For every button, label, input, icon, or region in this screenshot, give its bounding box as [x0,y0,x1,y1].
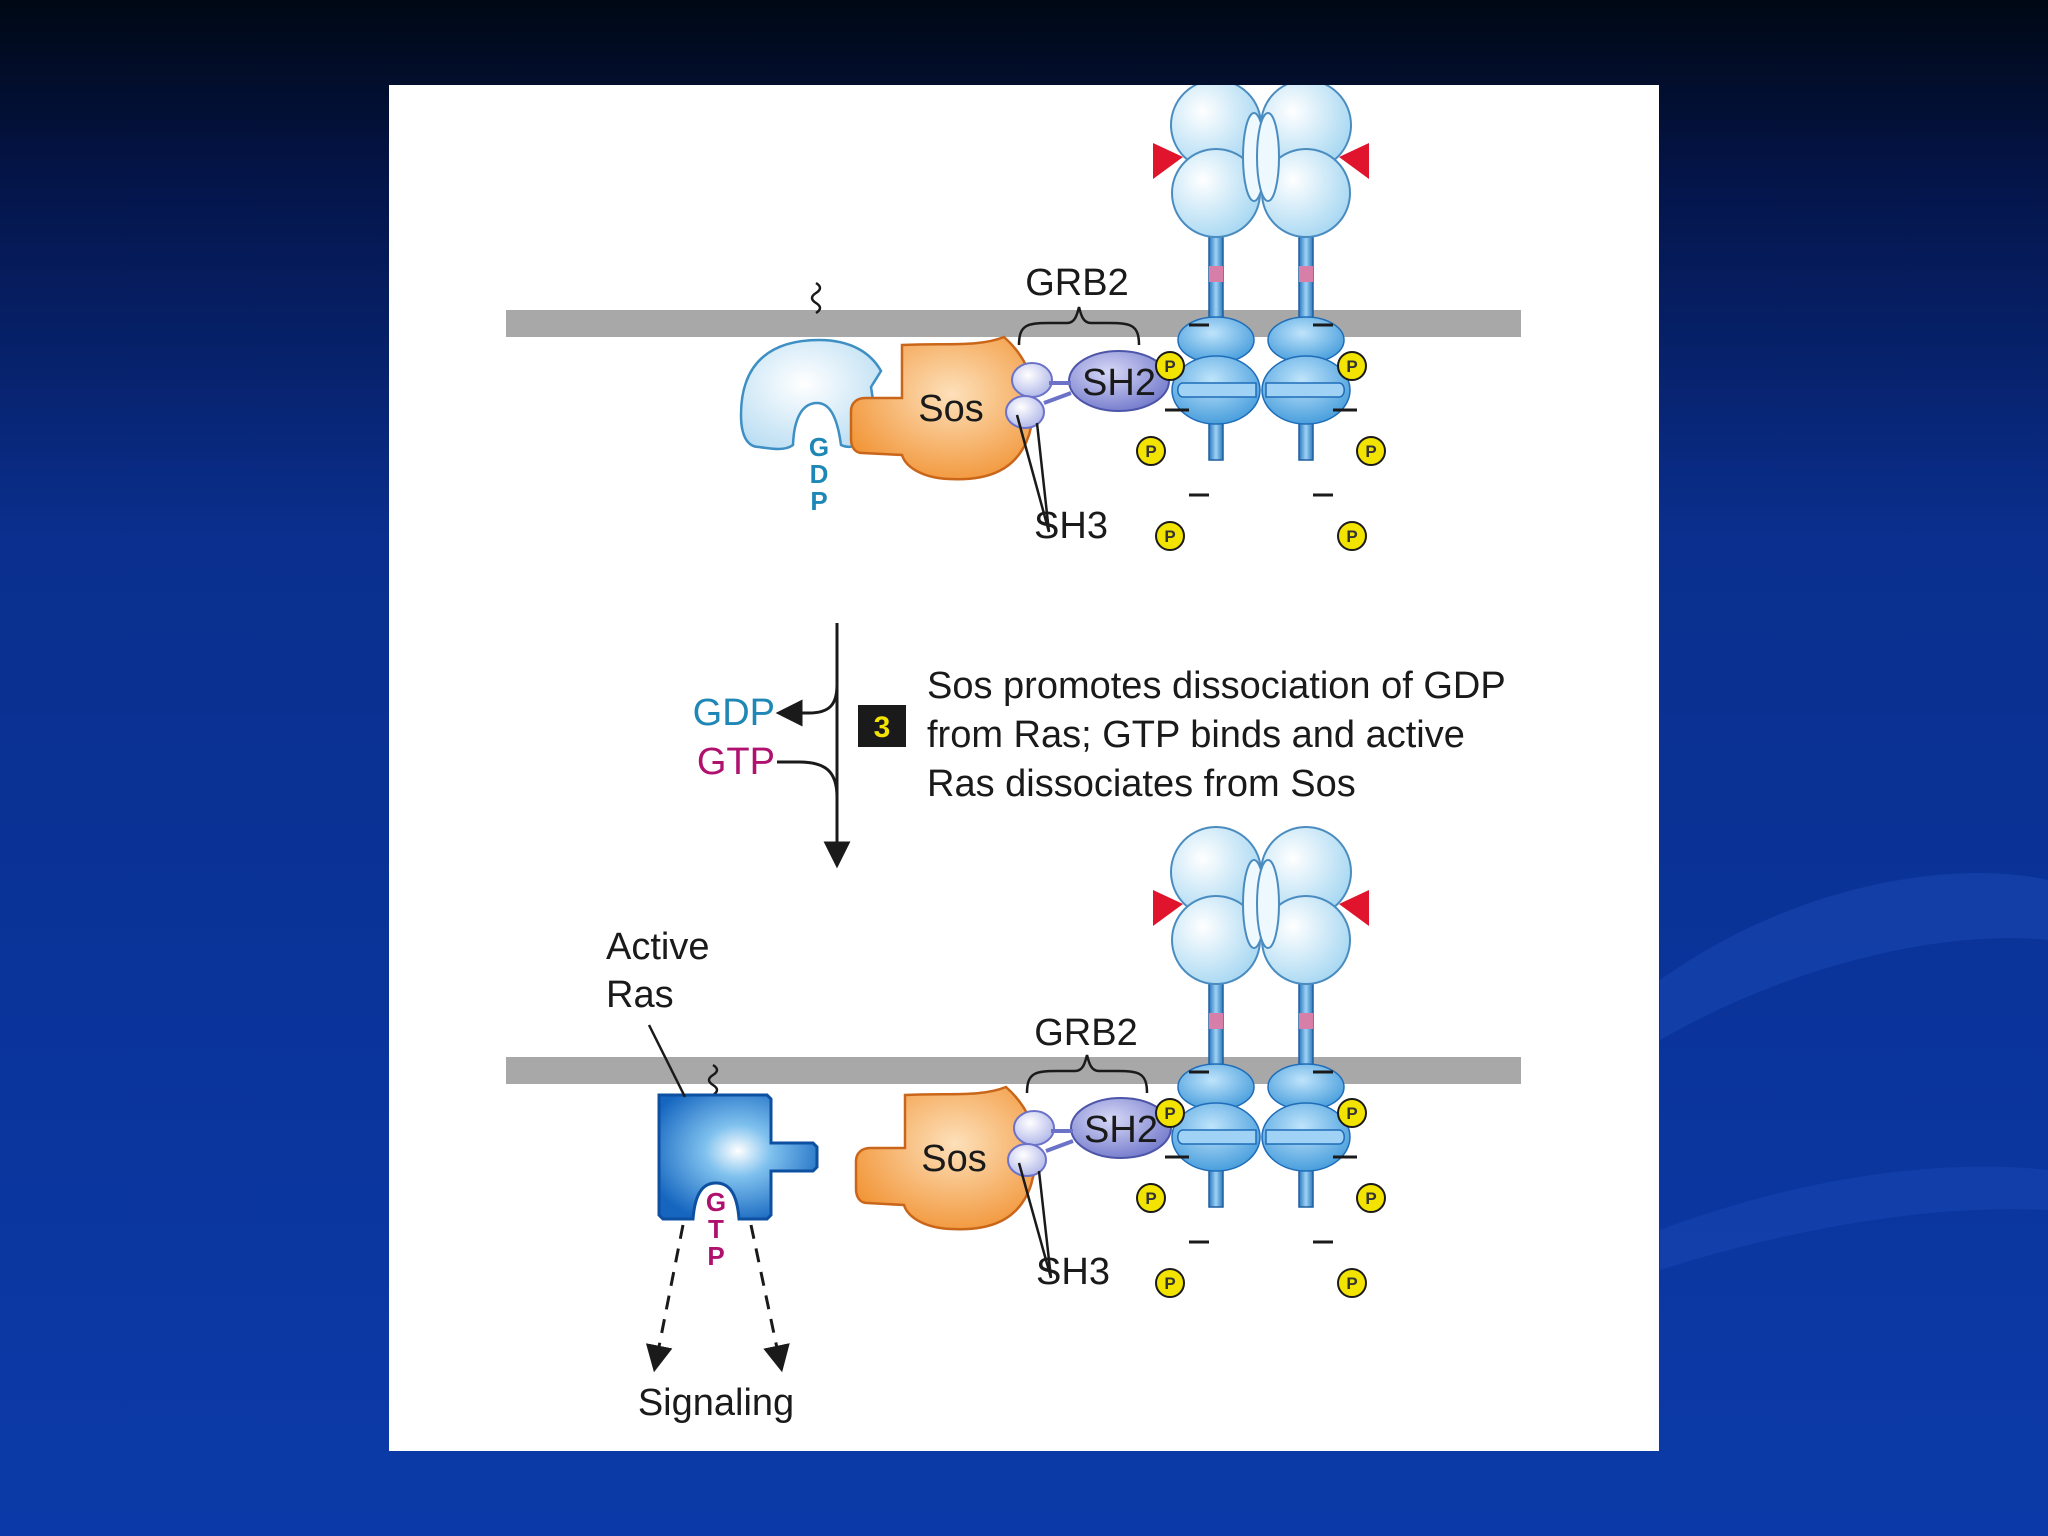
phosphate-icon: P [1337,351,1367,381]
figure-panel: Sos SH2 GRB2 SH3 G D P P P P P P P GDP G… [389,85,1659,1451]
nucleotide-letter: P [810,486,827,516]
svg-text:P: P [1164,1104,1175,1123]
sh3-label: SH3 [1034,505,1108,547]
caption-line: Ras dissociates from Sos [927,763,1356,805]
gtp-in-label: GTP [697,741,775,783]
sh2-domain [1070,1097,1172,1159]
nucleotide-letter: T [708,1214,724,1244]
nucleotide-letter: D [810,459,829,489]
phosphate-icon: P [1155,1098,1185,1128]
nucleotide-letter: G [706,1187,726,1217]
phosphate-icon: P [1155,351,1185,381]
grb2-bracket [1025,1054,1149,1094]
caption-line: Sos promotes dissociation of GDP [927,665,1506,707]
active-ras-label: Ras [606,974,674,1016]
phosphate-icon: P [1337,521,1367,551]
linker [1045,1129,1074,1153]
svg-text:P: P [1164,1274,1175,1293]
phosphate-icon: P [1155,1268,1185,1298]
grb2-label: GRB2 [1025,262,1128,304]
phosphate-icon: P [1155,521,1185,551]
step-number: 3 [874,711,891,744]
active-ras-pointer [647,1024,687,1098]
svg-text:P: P [1365,1189,1376,1208]
gdp-out-label: GDP [693,692,775,734]
linker [1043,381,1072,405]
background-swoosh [1660,873,2048,1040]
step-3: GDP GTP 3 Sos promotes dissociation of G… [693,623,1506,869]
phosphate-icon: P [1356,1183,1386,1213]
sos-label: Sos [921,1138,986,1180]
top-panel: Sos SH2 GRB2 SH3 G D P P P P P P P [506,85,1521,551]
sh3-pointer [1015,414,1051,533]
gtp-binding-arrow [777,760,839,798]
sh3-domain [1013,1110,1055,1146]
phosphate-icon: P [1356,436,1386,466]
sos-label: Sos [918,388,983,430]
svg-text:P: P [1346,1104,1357,1123]
svg-text:P: P [1145,1189,1156,1208]
membrane [506,310,1521,337]
bottom-panel: Active Ras G T P Signaling Sos SH2 GRB2 … [506,825,1521,1424]
receptor-tyrosine-kinase [1151,85,1371,497]
dashed-arrow-icon [749,1224,790,1373]
svg-text:P: P [1346,357,1357,376]
nucleotide-letter: G [809,432,829,462]
svg-text:P: P [1164,527,1175,546]
ras-active [657,1093,819,1221]
sh2-label: SH2 [1082,362,1156,404]
lipid-anchor [810,281,822,315]
caption-line: from Ras; GTP binds and active [927,714,1465,756]
sh2-label: SH2 [1084,1109,1158,1151]
lipid-anchor [707,1063,719,1097]
membrane [506,1057,1521,1084]
ras-activation-diagram: Sos SH2 GRB2 SH3 G D P P P P P P P GDP G… [506,85,1521,1424]
background-swoosh [1660,1166,2048,1270]
active-ras-label: Active [606,926,709,968]
receptor-tyrosine-kinase [1151,825,1371,1244]
step-number-box [858,705,906,747]
sos-protein [854,1085,1038,1231]
sh3-domain [1007,1143,1047,1177]
dashed-arrow-icon [645,1224,685,1373]
sh3-label: SH3 [1036,1251,1110,1293]
gdp-release-arrow [775,684,839,727]
sh3-pointer [1017,1162,1053,1279]
svg-text:P: P [1164,357,1175,376]
svg-text:P: P [1145,442,1156,461]
svg-text:P: P [1346,1274,1357,1293]
grb2-bracket [1017,306,1141,346]
sos-protein [849,335,1036,481]
phosphate-icon: P [1337,1098,1367,1128]
grb2-label: GRB2 [1034,1012,1137,1054]
sh3-domain [1011,362,1053,398]
phosphate-icon: P [1136,1183,1166,1213]
phosphate-icon: P [1337,1268,1367,1298]
sh3-domain [1005,395,1045,429]
nucleotide-letter: P [707,1241,724,1271]
svg-text:P: P [1365,442,1376,461]
svg-text:P: P [1346,527,1357,546]
phosphate-icon: P [1136,436,1166,466]
signaling-label: Signaling [638,1382,794,1424]
